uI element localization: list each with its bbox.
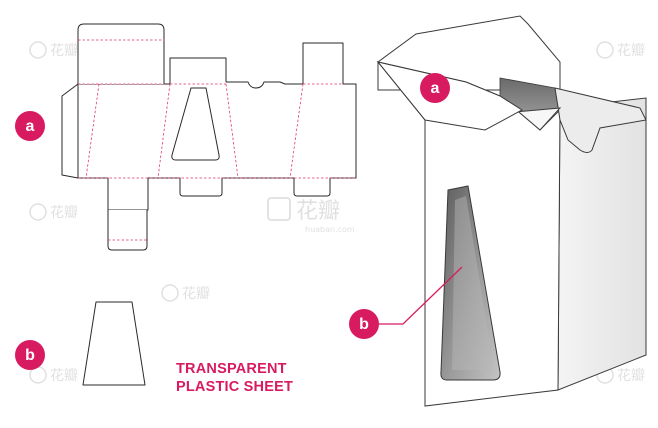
- svg-text:a: a: [26, 118, 35, 135]
- svg-text:花瓣: 花瓣: [50, 368, 78, 384]
- watermark-center: 花瓣 huaban.com: [267, 197, 355, 234]
- label-badge-b-sheet: b: [15, 340, 45, 370]
- box-3d-render: [376, 15, 647, 407]
- box-lid-top: [376, 61, 523, 131]
- svg-text:huaban.com: huaban.com: [305, 225, 355, 234]
- svg-text:花瓣: 花瓣: [617, 368, 645, 384]
- svg-text:b: b: [359, 316, 369, 333]
- watermark-mark: 花瓣: [29, 203, 78, 221]
- svg-text:花瓣: 花瓣: [50, 205, 78, 221]
- watermark-mark: 花瓣: [596, 41, 645, 59]
- plastic-sheet-outline: [82, 301, 146, 386]
- fold-lines: [78, 39, 356, 241]
- dieline-window: [171, 87, 220, 161]
- body-panels: [77, 42, 357, 211]
- box-window: [440, 185, 501, 381]
- glue-flap: [61, 83, 79, 179]
- caption-line-1: TRANSPARENT: [176, 361, 287, 377]
- top-lid-flap: [77, 23, 165, 84]
- box-dieline: [61, 23, 357, 251]
- svg-text:花瓣: 花瓣: [182, 286, 210, 302]
- label-badge-b-box: b: [349, 309, 379, 339]
- svg-text:花瓣: 花瓣: [296, 199, 340, 224]
- callout-line-b: [378, 266, 463, 325]
- svg-text:花瓣: 花瓣: [617, 43, 645, 59]
- label-badge-a-dieline: a: [15, 111, 45, 141]
- svg-text:a: a: [431, 80, 440, 97]
- svg-text:b: b: [25, 347, 35, 364]
- watermark-mark: 花瓣: [161, 284, 210, 302]
- bottom-flap: [107, 210, 148, 251]
- caption-line-2: PLASTIC SHEET: [176, 379, 293, 395]
- box-right-flap: [554, 87, 647, 153]
- box-window-inner-shadow: [452, 196, 494, 370]
- svg-text:花瓣: 花瓣: [50, 43, 78, 59]
- label-badge-a-box: a: [420, 73, 450, 103]
- watermark-mark: 花瓣: [29, 41, 78, 59]
- watermark-mark: 花瓣: [29, 366, 78, 384]
